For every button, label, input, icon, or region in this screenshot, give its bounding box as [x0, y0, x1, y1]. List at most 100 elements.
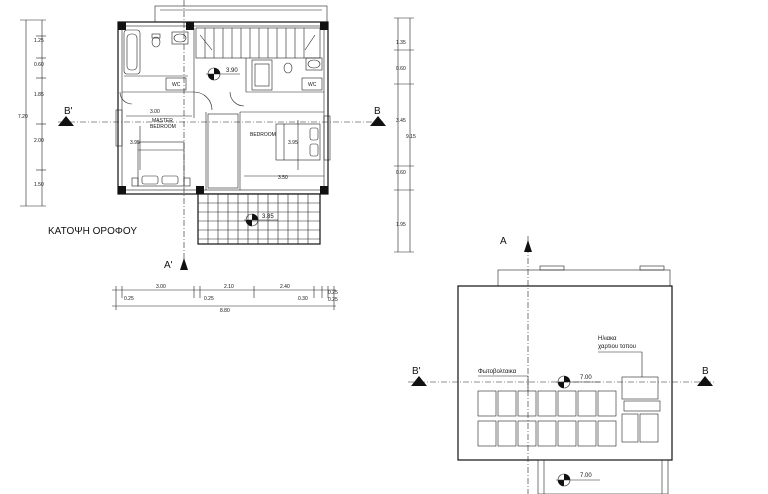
bottom-dim-3: 2.40: [280, 284, 290, 290]
right-dim-4: 0.60: [396, 170, 406, 176]
bottom-dim-1: 3.00: [156, 284, 166, 290]
wc-box-left: [165, 77, 187, 91]
bottom-sub-5: 0.25: [328, 297, 338, 303]
window: [323, 115, 331, 161]
roof-lower-extension: [537, 459, 669, 494]
door-swing: [193, 91, 213, 111]
roof-outline: [457, 285, 673, 461]
left-dim-3: 1.85: [34, 92, 44, 98]
pv-panel: [597, 420, 617, 447]
column: [118, 186, 126, 194]
window: [115, 109, 123, 147]
level-marker-terrace: [244, 213, 278, 227]
bottom-sub-3: 0.30: [298, 296, 308, 302]
section-label-a-bottom: A': [164, 260, 173, 271]
right-dim-3: 3.45: [396, 118, 406, 124]
sink: [173, 33, 187, 43]
roof-level-marker-upper: [556, 375, 600, 389]
bottom-dim-2: 2.10: [224, 284, 234, 290]
solar-leader: [598, 351, 643, 377]
pv-panel: [517, 390, 537, 417]
bottom-sub-2: 0.25: [204, 296, 214, 302]
solar-label-1: Ηλιακα: [598, 336, 617, 342]
column: [320, 22, 328, 30]
roof-section-label-a: A: [500, 236, 507, 247]
wc-label-left: WC: [172, 82, 181, 88]
bathroom-master: [123, 29, 189, 91]
bathtub: [123, 29, 141, 75]
plan-title: ΚΑΤΟΨΗ ΟΡΟΦΟΥ: [48, 226, 137, 237]
bottom-dim-total: 8.80: [220, 308, 230, 314]
door-swing: [229, 91, 245, 107]
pv-panel: [517, 420, 537, 447]
master-bed: [131, 141, 191, 187]
dim-master-width: 3.00: [150, 109, 160, 115]
roof-section-arrow-left: [411, 376, 427, 386]
terrace: [197, 193, 321, 245]
roof-level-marker-lower: [556, 473, 600, 487]
roof-plan: A B' B Φωτοβολταικα Ηλιακα χαρτιου τοπου…: [408, 236, 714, 494]
roof-section-label-b-right: B: [702, 366, 709, 377]
left-dim-2: 0.60: [34, 62, 44, 68]
section-label-b-left: B': [64, 106, 73, 117]
section-arrow-bottom: [180, 258, 188, 270]
level-terrace-text: 3.85: [262, 214, 274, 220]
pv-panel: [597, 390, 617, 417]
section-arrow-right: [370, 116, 386, 126]
bottom-sub-4: 0.25: [328, 290, 338, 296]
photovoltaic-panels: [477, 390, 617, 447]
wc-box-right: [301, 77, 323, 91]
roof-level-lower-text: 7.00: [580, 473, 592, 479]
solar-label-2: χαρτιου τοπου: [598, 344, 636, 350]
left-dim-total: 7.20: [18, 114, 28, 120]
left-dim-4: 2.00: [34, 138, 44, 144]
toilet: [151, 36, 161, 48]
dim-bedroom-width: 3.50: [278, 175, 288, 181]
left-dim-1: 1.25: [34, 38, 44, 44]
roof-parapet: [497, 269, 671, 287]
toilet: [283, 62, 293, 74]
section-arrow-left: [58, 116, 74, 126]
roof-section-arrow-right: [697, 376, 713, 386]
solar-water-heater: [621, 376, 661, 443]
right-dim-total: 9.15: [406, 134, 416, 140]
pv-panel: [497, 390, 517, 417]
bottom-dimension-chain: [112, 286, 336, 310]
left-dim-5: 1.50: [34, 182, 44, 188]
corridor-wardrobe: [207, 113, 239, 189]
pv-panel: [537, 390, 557, 417]
shower: [251, 59, 273, 91]
sink: [307, 59, 321, 69]
master-bedroom-label-2: BEDROOM: [150, 124, 176, 130]
pv-panel: [557, 390, 577, 417]
right-dim-2: 0.60: [396, 66, 406, 72]
floor-plan: ΚΑΤΟΨΗ ΟΡΟΦΟΥ B' B A' MASTER BEDROOM BED…: [18, 0, 416, 314]
right-dim-5: 1.95: [396, 222, 406, 228]
column: [196, 186, 204, 194]
pv-panel: [477, 390, 497, 417]
pv-panel: [497, 420, 517, 447]
wc-label-right: WC: [308, 82, 317, 88]
column: [320, 186, 328, 194]
pv-panel: [477, 420, 497, 447]
pv-panel: [577, 420, 597, 447]
master-bedroom-label-1: MASTER: [152, 118, 173, 124]
pv-panel: [537, 420, 557, 447]
bedroom-label: BEDROOM: [250, 132, 276, 138]
staircase: [195, 27, 321, 59]
pv-panel: [557, 420, 577, 447]
column: [186, 22, 194, 30]
roof-level-upper-text: 7.00: [580, 375, 592, 381]
dim-master-height: 3.95: [130, 140, 140, 146]
bathroom-bedroom: [245, 57, 324, 93]
door-swing: [119, 91, 133, 105]
level-marker-upper: [206, 67, 240, 81]
roof-section-arrow-top: [524, 240, 532, 252]
left-dimension-chain: [20, 19, 46, 207]
dim-bedroom-height: 3.95: [288, 140, 298, 146]
roof-section-label-b-left: B': [412, 366, 421, 377]
bottom-sub-1: 0.25: [124, 296, 134, 302]
section-label-b-right: B: [374, 106, 381, 117]
pv-panel: [577, 390, 597, 417]
